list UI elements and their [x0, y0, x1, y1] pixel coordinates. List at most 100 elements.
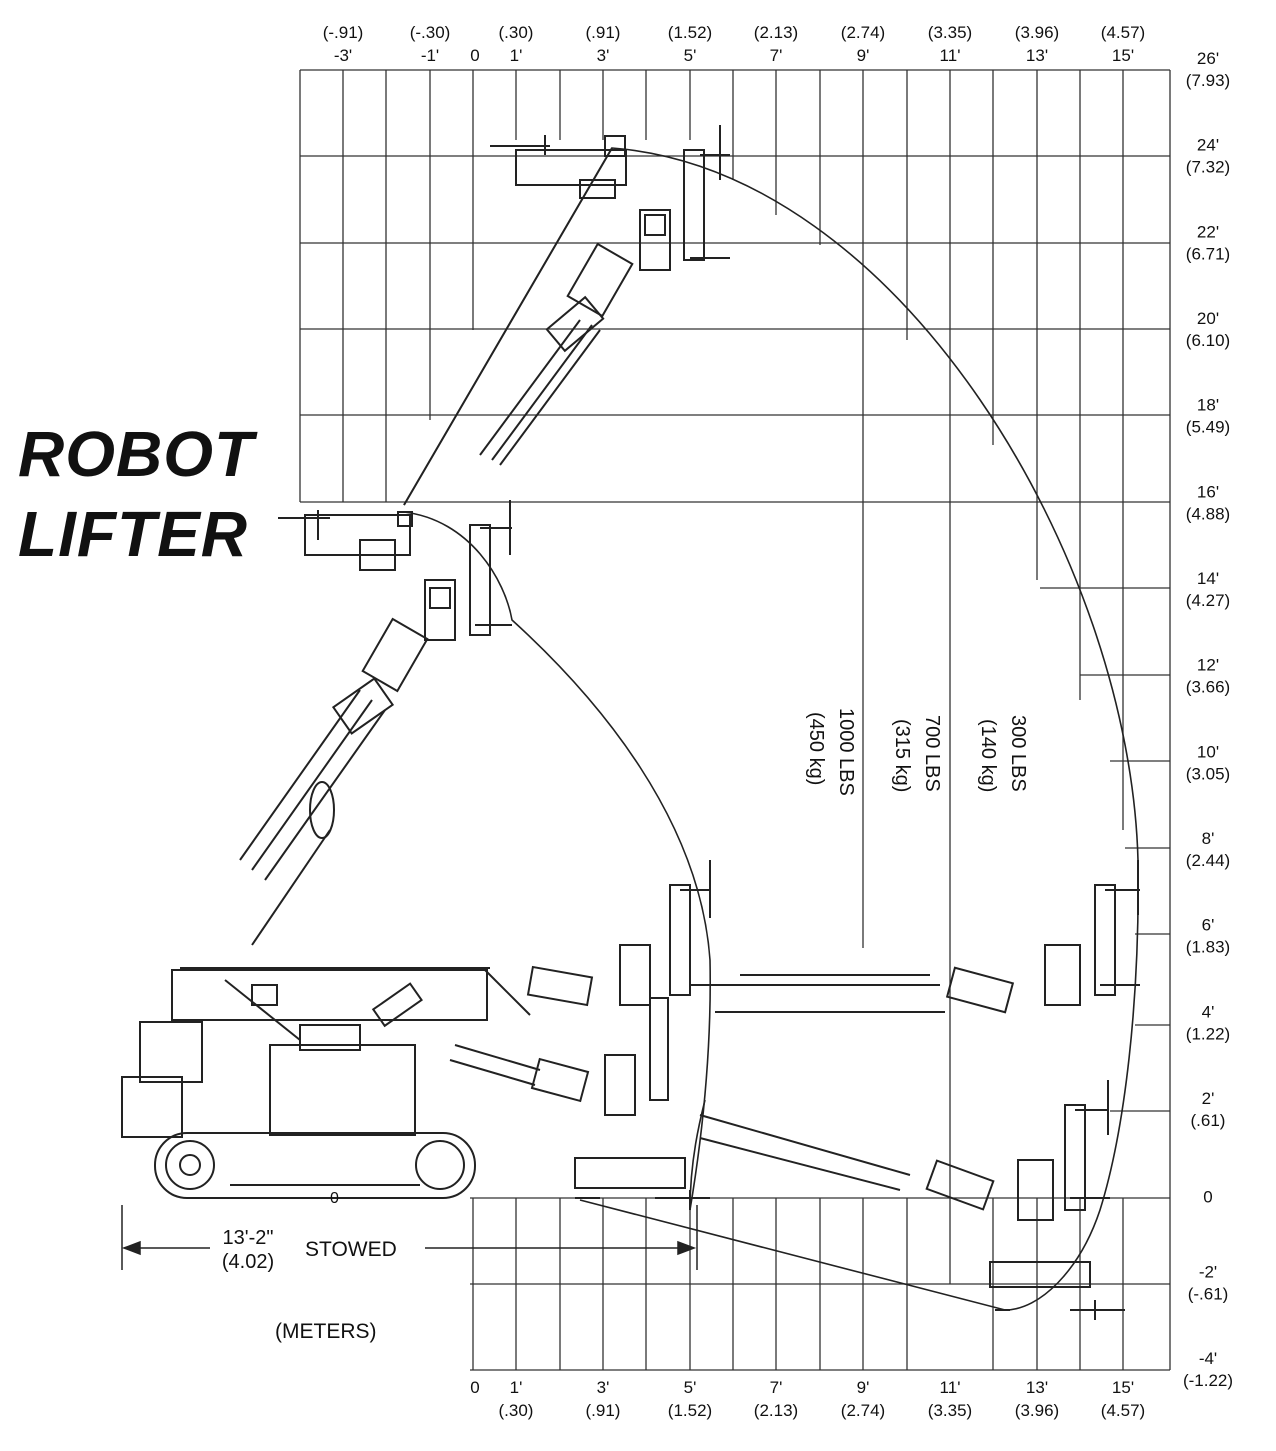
bottom-tick-feet: 9'	[857, 1378, 870, 1397]
bottom-tick-feet: 5'	[684, 1378, 697, 1397]
top-tick-feet: 5'	[684, 46, 697, 65]
right-tick-feet: 26'	[1197, 49, 1219, 68]
right-tick-feet: 20'	[1197, 309, 1219, 328]
right-tick-feet: 2'	[1202, 1089, 1215, 1108]
right-tick-metric: (4.27)	[1186, 591, 1230, 610]
right-tick-metric: (-1.22)	[1183, 1371, 1233, 1390]
top-tick-feet: -3'	[334, 46, 352, 65]
top-tick-feet: 9'	[857, 46, 870, 65]
load-zone-700: 700 LBS (315 kg)	[891, 715, 943, 792]
right-tick-feet: 14'	[1197, 569, 1219, 588]
right-tick-feet: -4'	[1199, 1349, 1217, 1368]
right-tick-metric: (3.05)	[1186, 764, 1230, 783]
right-tick-metric: (6.10)	[1186, 331, 1230, 350]
top-tick-metric: (-.91)	[323, 23, 364, 42]
machine-track	[154, 1132, 476, 1199]
bottom-tick-feet: 0	[470, 1378, 479, 1397]
bottom-tick-feet: 7'	[770, 1378, 783, 1397]
bottom-tick-metric: (3.96)	[1015, 1401, 1059, 1420]
boom-diagonal-down	[699, 1080, 1110, 1221]
fork-below-ground	[989, 1261, 1125, 1320]
stowed-label: STOWED	[305, 1238, 397, 1261]
top-tick-feet: 7'	[770, 46, 783, 65]
boom-low	[449, 997, 669, 1116]
right-tick-feet: 24'	[1197, 136, 1219, 155]
axis-labels: (-.91) -3' (-.30) -1' 0 (.30) 1' (.91) 3' (1.52) 5…	[323, 23, 1233, 1420]
top-tick-metric: (-.30)	[410, 23, 451, 42]
attachment-top-right	[639, 125, 730, 271]
reach-grid	[299, 69, 1171, 1371]
top-tick-metric: (3.96)	[1015, 23, 1059, 42]
bottom-tick-metric: (1.52)	[668, 1401, 712, 1420]
right-tick-feet: 12'	[1197, 656, 1219, 675]
bottom-tick-metric: (2.13)	[754, 1401, 798, 1420]
right-tick-metric: (7.32)	[1186, 158, 1230, 177]
top-tick-metric: (4.57)	[1101, 23, 1145, 42]
right-tick-feet: 4'	[1202, 1002, 1215, 1021]
bottom-tick-metric: (4.57)	[1101, 1401, 1145, 1420]
right-tick-feet: 0	[1203, 1188, 1212, 1207]
bottom-tick-feet: 11'	[940, 1378, 961, 1397]
machine-body	[121, 967, 531, 1138]
boom-mid	[239, 617, 429, 946]
right-tick-metric: (2.44)	[1186, 851, 1230, 870]
top-tick-feet: 0	[470, 46, 479, 65]
attachment-top-left	[490, 135, 627, 199]
right-tick-metric: (3.66)	[1186, 678, 1230, 697]
lifter-silhouettes	[121, 125, 1140, 1320]
load-zone-300: 300 LBS (140 kg)	[977, 715, 1029, 792]
boom-upper	[403, 147, 634, 506]
right-tick-feet: 6'	[1202, 916, 1215, 935]
right-tick-feet: 16'	[1197, 482, 1219, 501]
bottom-tick-metric: (2.74)	[841, 1401, 885, 1420]
load-zone-700-lbs: 700 LBS	[921, 715, 943, 792]
attachment-mid-left	[278, 510, 413, 571]
right-tick-feet: 8'	[1202, 829, 1215, 848]
top-tick-metric: (3.35)	[928, 23, 972, 42]
bottom-tick-feet: 15'	[1112, 1378, 1134, 1397]
right-tick-feet: 10'	[1197, 742, 1219, 761]
units-note: (METERS)	[275, 1320, 377, 1343]
stowed-dim-m: (4.02)	[222, 1251, 274, 1273]
right-tick-metric: (1.83)	[1186, 938, 1230, 957]
top-tick-feet: 15'	[1112, 46, 1134, 65]
load-zone-1000: 1000 LBS (450 kg)	[805, 708, 857, 796]
load-zone-700-kg: (315 kg)	[891, 719, 913, 792]
right-tick-feet: 22'	[1197, 222, 1219, 241]
right-tick-metric: (4.88)	[1186, 504, 1230, 523]
ground-zero-mark: 0	[330, 1190, 339, 1207]
right-tick-feet: -2'	[1199, 1262, 1217, 1281]
bottom-tick-metric: (3.35)	[928, 1401, 972, 1420]
stowed-dim-ft: 13'-2"	[223, 1227, 274, 1249]
boom-main	[526, 860, 715, 1007]
load-zone-1000-lbs: 1000 LBS	[835, 708, 857, 796]
load-zone-300-lbs: 300 LBS	[1007, 715, 1029, 792]
top-tick-feet: 1'	[510, 46, 523, 65]
top-tick-feet: 11'	[940, 46, 961, 65]
stowed-dimension	[121, 1205, 698, 1270]
bottom-tick-feet: 13'	[1026, 1378, 1048, 1397]
bottom-tick-feet: 1'	[510, 1378, 523, 1397]
fork-ground-left	[574, 1157, 710, 1210]
top-tick-feet: 3'	[597, 46, 610, 65]
right-tick-feet: 18'	[1197, 396, 1219, 415]
top-tick-metric: (2.74)	[841, 23, 885, 42]
right-tick-metric: (-.61)	[1188, 1284, 1229, 1303]
top-tick-metric: (1.52)	[668, 23, 712, 42]
load-zone-300-kg: (140 kg)	[977, 719, 999, 792]
load-zone-1000-kg: (450 kg)	[805, 712, 827, 785]
diagram-title-line2: LIFTER	[18, 498, 248, 570]
bottom-tick-feet: 3'	[597, 1378, 610, 1397]
bottom-tick-metric: (.30)	[499, 1401, 534, 1420]
bottom-tick-metric: (.91)	[586, 1401, 621, 1420]
top-tick-feet: -1'	[421, 46, 439, 65]
top-tick-metric: (2.13)	[754, 23, 798, 42]
diagram-title-line1: ROBOT	[18, 418, 255, 490]
top-tick-metric: (.91)	[586, 23, 621, 42]
right-tick-metric: (.61)	[1191, 1111, 1226, 1130]
boom-horizontal	[715, 860, 1140, 1014]
attachment-mid-right	[424, 500, 512, 641]
right-tick-metric: (5.49)	[1186, 418, 1230, 437]
right-tick-metric: (1.22)	[1186, 1024, 1230, 1043]
